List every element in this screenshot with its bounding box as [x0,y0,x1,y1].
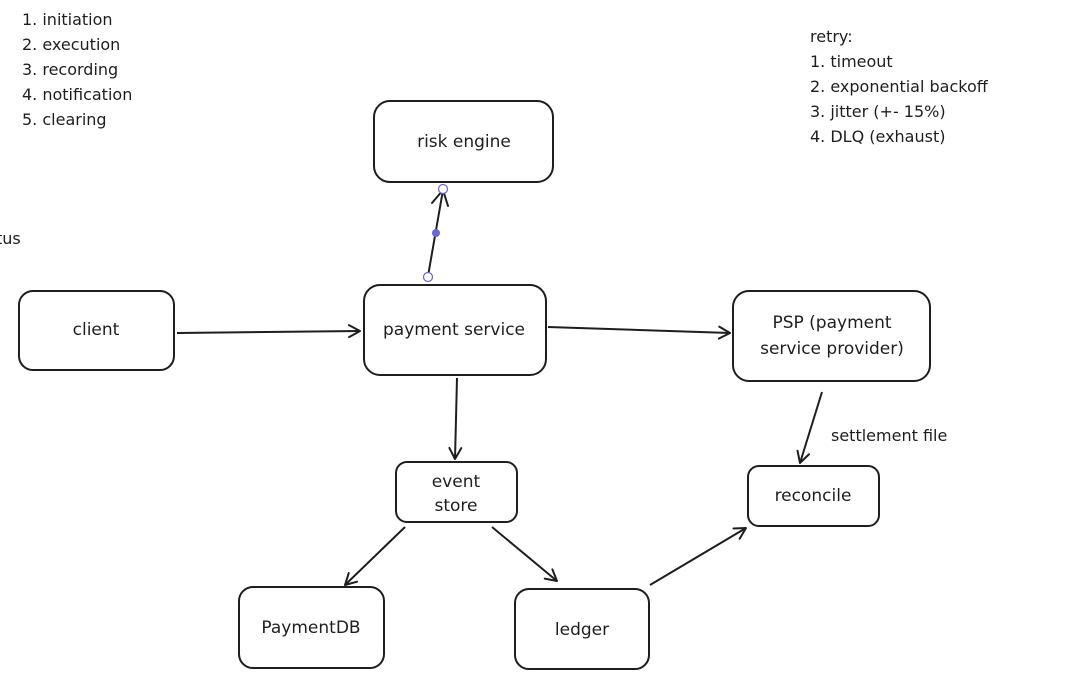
edge-client-to-payment-service[interactable] [176,324,361,339]
node-payment-service[interactable]: payment service [363,284,547,376]
node-psp-label-line: PSP (payment [772,313,891,333]
steps-note[interactable]: 1. initiation 2. execution 3. recording … [22,10,132,129]
steps-note-line: 5. clearing [22,110,107,129]
steps-note-line: 4. notification [22,85,132,104]
edge-psp-to-reconcile[interactable] [796,391,823,464]
selection-midpoint-handle[interactable] [432,229,440,237]
edge-payment-service-to-risk-engine[interactable] [422,183,449,283]
steps-note-line: 3. recording [22,60,118,79]
retry-note-line: 2. exponential backoff [810,77,989,96]
node-reconcile[interactable]: reconcile [747,465,880,527]
node-payment-db[interactable]: PaymentDB [238,586,385,669]
edge-payment-service-to-psp[interactable] [547,325,731,340]
node-payment-db-label: PaymentDB [261,618,360,638]
node-psp[interactable]: PSP (payment service provider) [732,290,931,382]
cut-off-text: tus [0,229,21,248]
edge-payment-service-to-event-store[interactable] [448,377,463,460]
node-payment-service-label: payment service [383,320,525,340]
retry-note-line: 3. jitter (+- 15%) [810,102,946,121]
node-ledger-label: ledger [555,620,609,640]
steps-note-line: 2. execution [22,35,120,54]
node-event-store-label-line: event [432,472,481,492]
node-client[interactable]: client [18,290,175,371]
node-event-store[interactable]: event store [395,461,518,523]
steps-note-line: 1. initiation [22,10,113,29]
node-risk-engine[interactable]: risk engine [373,100,554,183]
node-client-label: client [73,320,120,340]
selection-handle[interactable] [437,183,449,195]
edge-event-store-to-payment-db[interactable] [344,526,406,586]
retry-note[interactable]: retry: 1. timeout 2. exponential backoff… [810,27,989,146]
retry-note-line: 4. DLQ (exhaust) [810,127,945,146]
node-reconcile-label: reconcile [775,486,852,506]
node-risk-engine-label: risk engine [417,132,511,152]
edge-ledger-to-reconcile[interactable] [649,527,747,586]
retry-note-line: 1. timeout [810,52,893,71]
node-event-store-label-line: store [435,496,478,516]
edge-label-settlement-file: settlement file [831,426,947,445]
selection-handle[interactable] [422,271,434,283]
node-ledger[interactable]: ledger [514,588,650,670]
retry-note-title: retry: [810,27,853,46]
node-psp-label-line: service provider) [760,339,904,359]
edge-event-store-to-ledger[interactable] [491,526,558,582]
